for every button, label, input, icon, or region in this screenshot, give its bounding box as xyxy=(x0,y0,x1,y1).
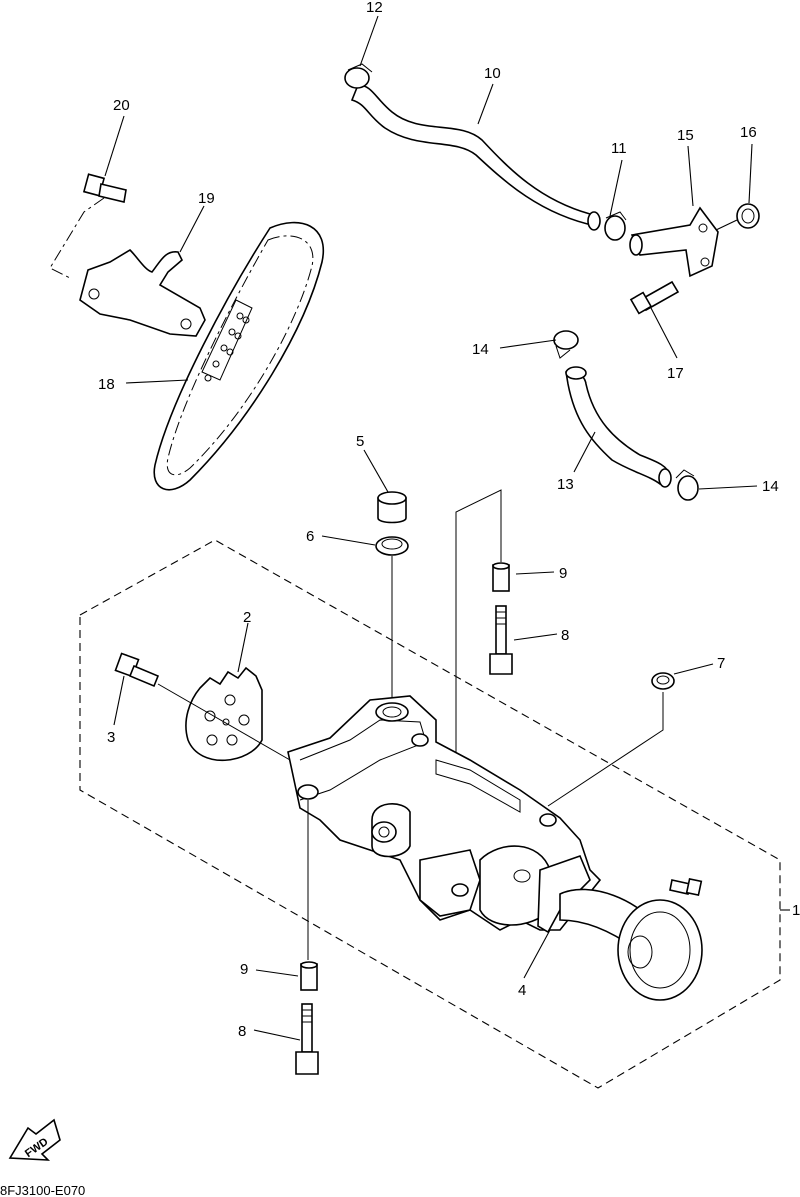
fwd-arrow-icon: FWD xyxy=(8,1118,61,1161)
part-6-o-ring[interactable] xyxy=(375,536,409,556)
washer-alignment-line xyxy=(547,692,664,807)
callout-5: 5 xyxy=(356,433,364,450)
callout-10: 10 xyxy=(484,65,501,82)
callout-leader-16 xyxy=(748,143,753,204)
callout-leader-8-upper xyxy=(513,633,558,641)
callout-14-lower: 14 xyxy=(762,478,779,495)
callout-7: 7 xyxy=(717,655,725,672)
callout-leader-9-upper xyxy=(515,571,555,575)
callout-leader-20 xyxy=(104,115,125,177)
bolt-3-alignment-line xyxy=(157,683,291,761)
callout-4: 4 xyxy=(518,982,526,999)
part-17-bolt[interactable] xyxy=(629,280,680,315)
callout-leader-16-to-15 xyxy=(715,219,738,231)
part-12-hose-clamp[interactable] xyxy=(344,63,373,89)
part-13-oil-hose[interactable] xyxy=(565,366,672,488)
callout-13: 13 xyxy=(557,476,574,493)
part-15-oil-pipe-union[interactable] xyxy=(629,206,719,278)
part-9-dowel-pin-upper[interactable] xyxy=(492,562,510,592)
callout-17: 17 xyxy=(667,365,684,382)
assembly-group-outline xyxy=(79,539,781,1089)
callout-leader-10 xyxy=(477,83,494,125)
part-8-bolt-upper[interactable] xyxy=(489,605,513,675)
callout-leader-8-lower xyxy=(253,1029,301,1041)
part-14-hose-clamp-lower[interactable] xyxy=(675,469,699,501)
part-20-bolt[interactable] xyxy=(82,173,127,203)
part-7-o-ring[interactable] xyxy=(651,672,675,690)
part-19-chain-guide[interactable] xyxy=(79,248,206,337)
callout-6: 6 xyxy=(306,528,314,545)
strainer-bolt[interactable] xyxy=(669,877,703,897)
callout-leader-4 xyxy=(523,929,551,979)
callout-leader-19 xyxy=(179,205,205,253)
callout-11: 11 xyxy=(611,140,627,157)
callout-leader-12 xyxy=(359,15,379,67)
callout-leader-17 xyxy=(650,307,678,359)
callout-leader-6 xyxy=(321,535,376,546)
callout-14-upper: 14 xyxy=(472,341,489,358)
callout-9-upper: 9 xyxy=(559,565,567,582)
callout-8-lower: 8 xyxy=(238,1023,246,1040)
callout-19: 19 xyxy=(198,190,215,207)
callout-leader-11 xyxy=(609,159,623,217)
callout-18: 18 xyxy=(98,376,115,393)
callout-leader-14-upper xyxy=(499,339,557,349)
part-18-drive-chain[interactable] xyxy=(153,221,325,491)
part-2-driven-gear[interactable] xyxy=(185,666,263,762)
part-3-bolt[interactable] xyxy=(114,652,160,688)
part-4-oil-strainer[interactable] xyxy=(537,854,703,1001)
callout-12: 12 xyxy=(366,0,383,16)
part-14-hose-clamp-upper[interactable] xyxy=(553,330,579,359)
callout-leader-9-lower xyxy=(255,969,299,977)
part-11-hose-clamp[interactable] xyxy=(604,211,627,241)
bolt-20-alignment-line xyxy=(49,197,105,279)
callout-16: 16 xyxy=(740,124,757,141)
callout-1: 1 xyxy=(792,902,800,919)
callout-20: 20 xyxy=(113,97,130,114)
callout-leader-13 xyxy=(573,431,596,473)
callout-3: 3 xyxy=(107,729,115,746)
dowel-alignment-line xyxy=(455,489,502,760)
part-9-dowel-pin-lower[interactable] xyxy=(300,961,318,991)
callout-leader-14-lower xyxy=(698,485,758,490)
callout-leader-7 xyxy=(673,663,714,675)
part-10-oil-hose[interactable] xyxy=(350,84,601,231)
callout-8-upper: 8 xyxy=(561,627,569,644)
callout-2: 2 xyxy=(243,609,251,626)
callout-leader-15 xyxy=(687,145,694,207)
callout-leader-3 xyxy=(113,675,125,726)
part-16-o-ring[interactable] xyxy=(736,203,760,229)
diagram-code: 8FJ3100-E070 xyxy=(0,1183,85,1197)
callout-9-lower: 9 xyxy=(240,961,248,978)
part-5-collar[interactable] xyxy=(377,491,407,524)
callout-leader-5 xyxy=(363,449,389,493)
callout-leader-18 xyxy=(125,379,189,384)
callout-15: 15 xyxy=(677,127,694,144)
callout-leader-2 xyxy=(237,622,249,673)
part-1-oil-pump-assembly[interactable] xyxy=(287,695,602,931)
part-8-bolt-lower[interactable] xyxy=(295,1003,319,1075)
